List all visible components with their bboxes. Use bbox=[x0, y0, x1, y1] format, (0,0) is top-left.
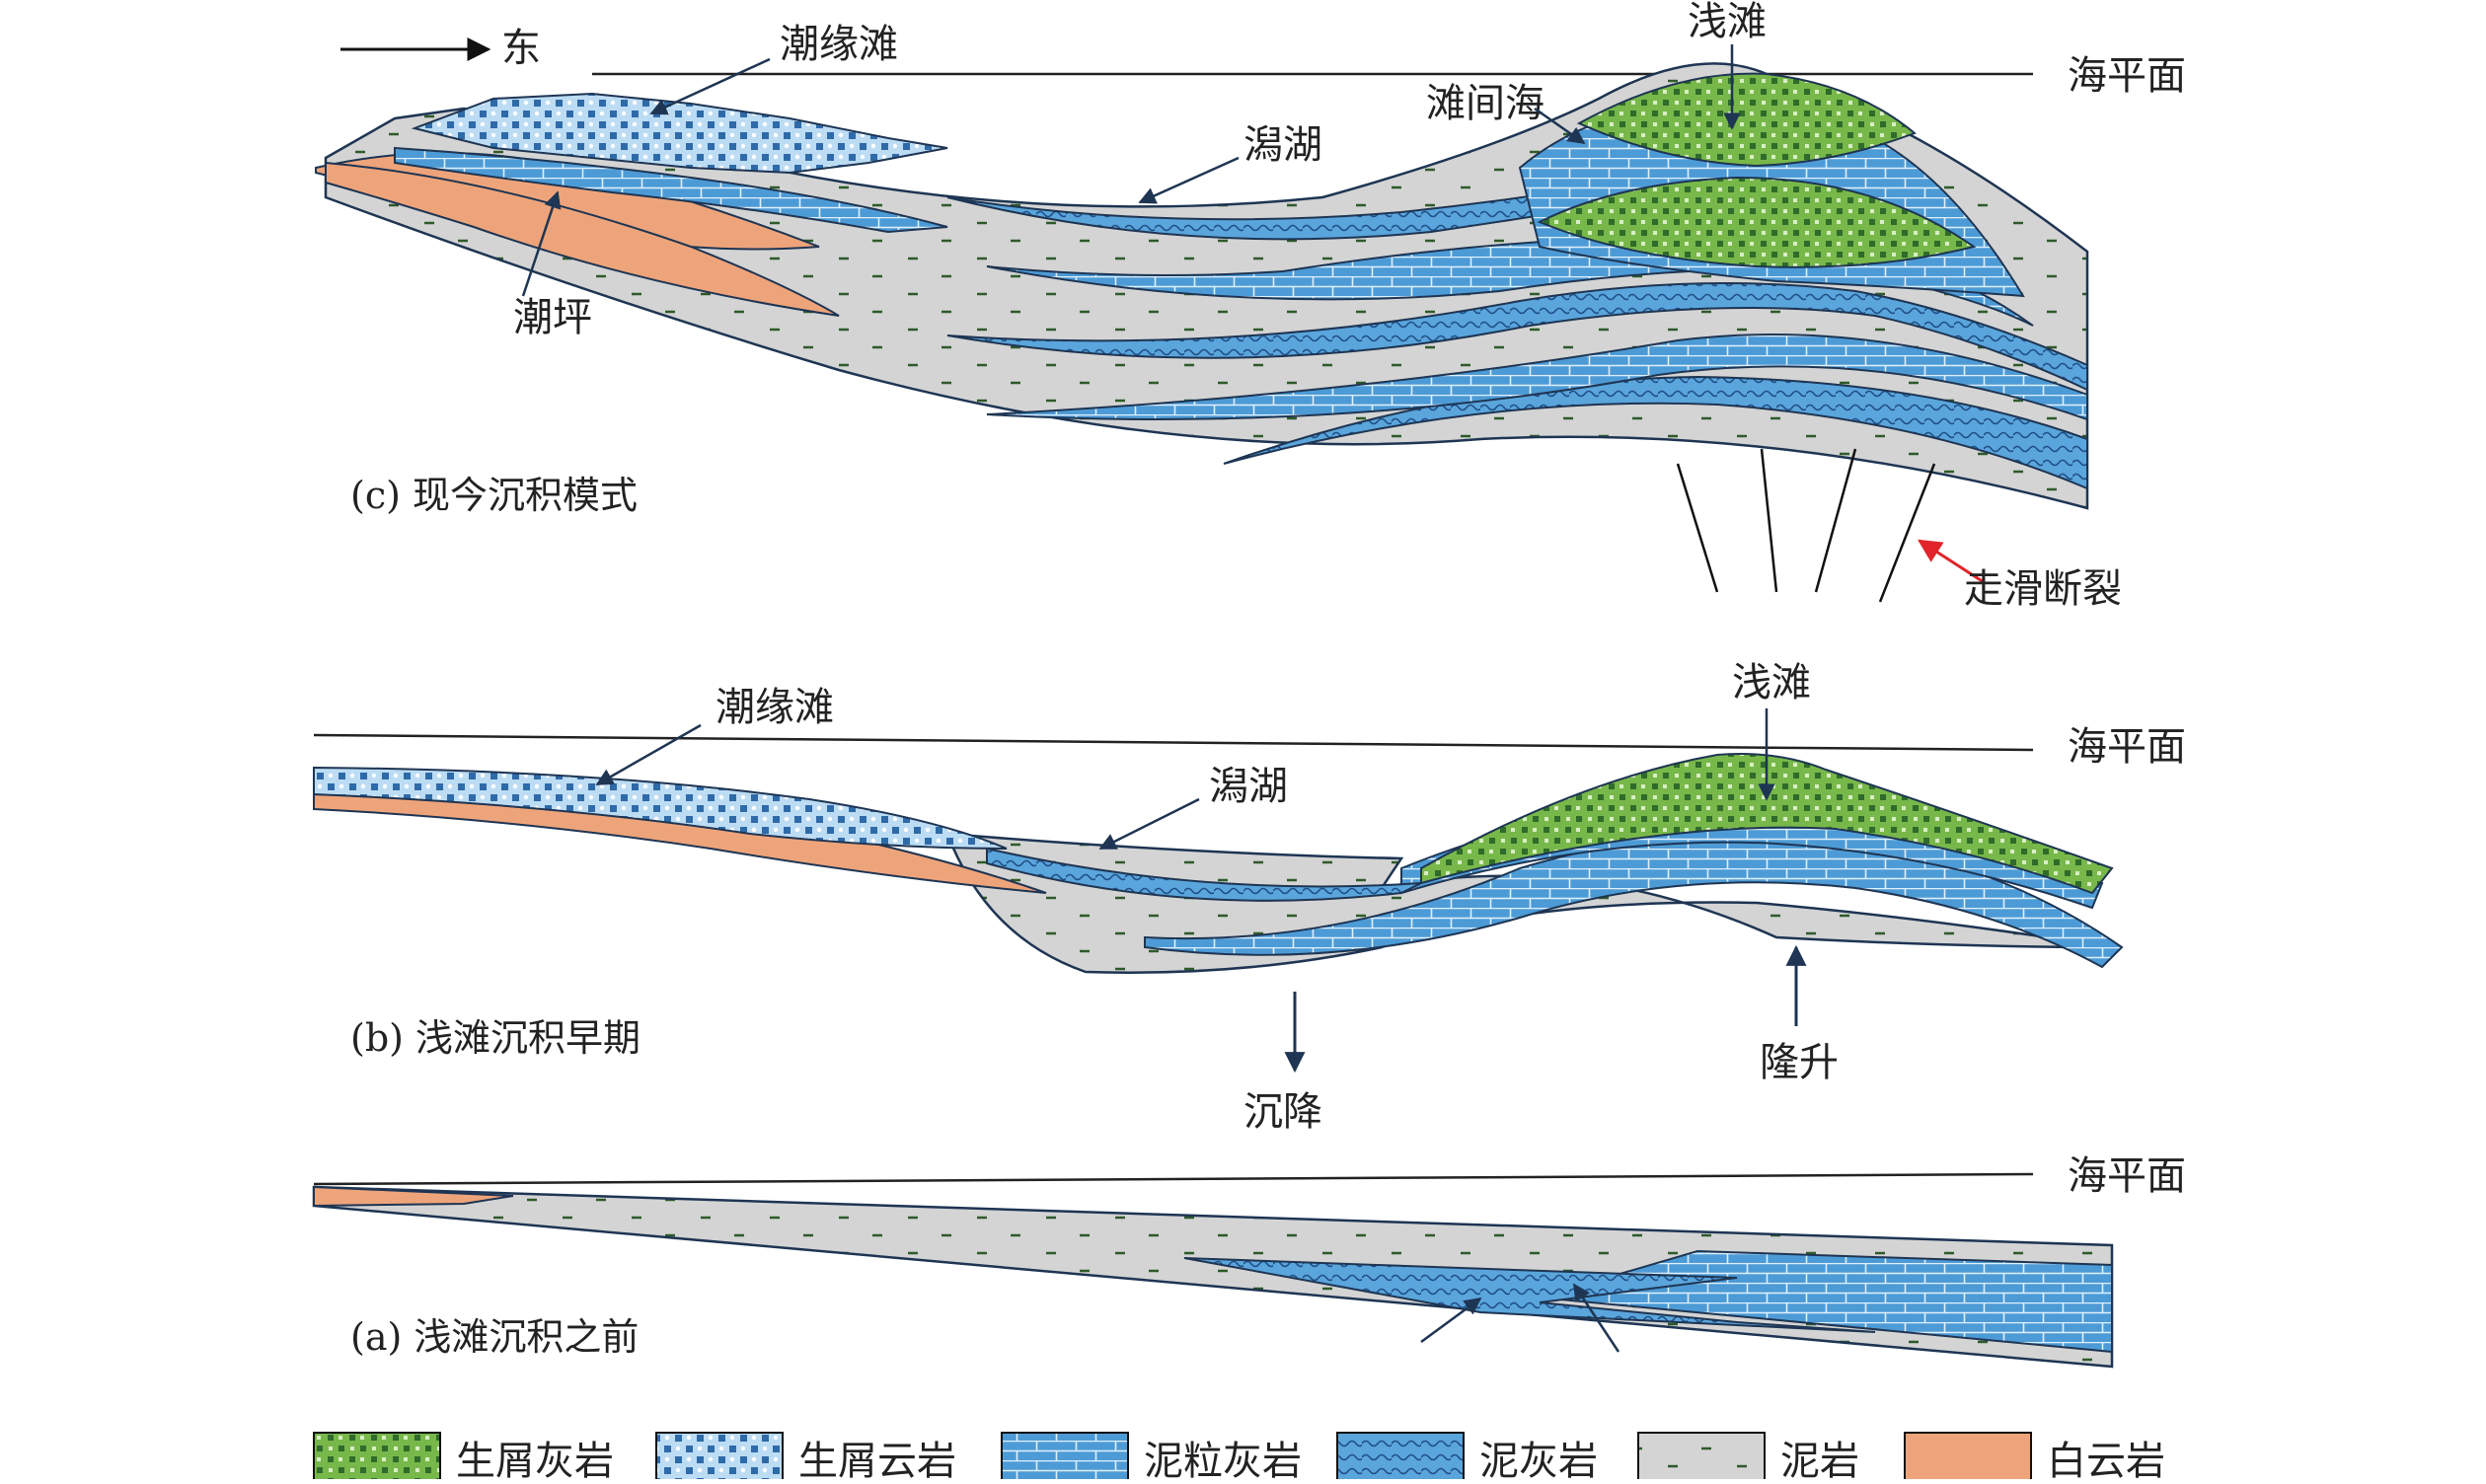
label-lagoon-b: 潟湖 bbox=[1209, 764, 1288, 809]
dolomite-base-c bbox=[325, 161, 840, 317]
label-inter-shoal-sea-c: 滩间海 bbox=[1426, 81, 1544, 126]
pointer-tidal-flat-c bbox=[521, 190, 562, 297]
pointer-lagoon-b bbox=[1098, 797, 1200, 851]
bioclastic-limestone-b bbox=[1420, 753, 2114, 895]
legend-label-mudstone: 泥岩 bbox=[1780, 1439, 1859, 1479]
panel-c: 东 海平面 潮缘滩 浅滩 滩间海 潟湖 潮坪 bbox=[315, 0, 2186, 612]
legend-swatch-packstone bbox=[1001, 1432, 1129, 1484]
pointer-lagoon-c bbox=[1138, 156, 1240, 204]
legend-label-packstone: 泥粒灰岩 bbox=[1144, 1439, 1302, 1479]
panel-a: 海平面 (a) 浅滩沉积之前 bbox=[312, 1153, 2186, 1369]
legend-item-dolomite: 白云岩 bbox=[1904, 1432, 2165, 1484]
direction-label: 东 bbox=[501, 26, 541, 71]
caption-c: (c) 现今沉积模式 bbox=[350, 474, 638, 517]
dolomite-wedge-a bbox=[313, 1185, 514, 1208]
pointer-tidal-flat-shoal-c bbox=[649, 57, 771, 115]
micrite-band-mid-c bbox=[946, 282, 2088, 392]
label-tidal-flat-shoal-b: 潮缘滩 bbox=[716, 685, 834, 730]
label-uplift-b: 隆升 bbox=[1760, 1040, 1839, 1085]
packstone-band-b bbox=[1144, 832, 2124, 969]
legend-item-micrite: 泥灰岩 bbox=[1336, 1432, 1598, 1484]
legend-swatch-micrite bbox=[1336, 1432, 1465, 1484]
legend-label-bioclastic-limestone: 生屑灰岩 bbox=[456, 1439, 614, 1479]
bioclastic-limestone-top-c bbox=[1576, 72, 1917, 168]
label-lagoon-c: 潟湖 bbox=[1243, 122, 1322, 168]
label-subsidence-b: 沉降 bbox=[1243, 1089, 1322, 1135]
legend-swatch-bioclastic-dolomite bbox=[655, 1432, 784, 1484]
label-tidal-flat-c: 潮坪 bbox=[513, 295, 592, 340]
packstone-tidal-c bbox=[394, 146, 948, 234]
legend-item-packstone: 泥粒灰岩 bbox=[1001, 1432, 1302, 1484]
label-tidal-flat-shoal-c: 潮缘滩 bbox=[780, 22, 898, 67]
caption-a: (a) 浅滩沉积之前 bbox=[350, 1315, 639, 1359]
pointer-tidal-flat-shoal-b bbox=[595, 723, 702, 786]
label-shoal-c: 浅滩 bbox=[1688, 0, 1767, 44]
panel-b: 海平面 潮缘滩 浅滩 潟湖 沉降 隆升 (b) 浅滩沉积早期 bbox=[313, 660, 2186, 1135]
sea-level-label-c: 海平面 bbox=[2068, 53, 2186, 99]
pointer-strike-slip-fault-c bbox=[1917, 539, 1985, 584]
legend-label-micrite: 泥灰岩 bbox=[1479, 1439, 1598, 1479]
legend-label-dolomite: 白云岩 bbox=[2047, 1439, 2165, 1479]
label-shoal-b: 浅滩 bbox=[1732, 660, 1811, 705]
legend-swatch-dolomite bbox=[1904, 1432, 2032, 1484]
bioclastic-limestone-lower-c bbox=[1537, 176, 1977, 268]
label-strike-slip-fault-c: 走滑断裂 bbox=[1964, 566, 2122, 612]
bioclastic-dolomite-b bbox=[313, 766, 1008, 850]
packstone-band-lower-c bbox=[986, 334, 2088, 421]
legend: 生屑灰岩 生屑云岩 泥粒灰岩 泥灰岩 泥岩 白云岩 bbox=[313, 1432, 2165, 1484]
pointer-inter-shoal-sea-c bbox=[1534, 107, 1586, 145]
caption-b: (b) 浅滩沉积早期 bbox=[350, 1016, 640, 1060]
legend-item-mudstone: 泥岩 bbox=[1637, 1432, 1859, 1484]
legend-item-bioclastic-dolomite: 生屑云岩 bbox=[655, 1432, 956, 1484]
pointer-a-right bbox=[1572, 1283, 1620, 1353]
pointer-a-left bbox=[1420, 1297, 1482, 1344]
legend-swatch-mudstone bbox=[1637, 1432, 1766, 1484]
legend-label-bioclastic-dolomite: 生屑云岩 bbox=[798, 1439, 956, 1479]
bioclastic-dolomite-tidal-c bbox=[411, 92, 948, 175]
sea-level-label-b: 海平面 bbox=[2068, 724, 2186, 770]
strike-slip-faults-c bbox=[1676, 448, 1936, 603]
legend-swatch-bioclastic-limestone bbox=[313, 1432, 441, 1484]
sea-level-label-a: 海平面 bbox=[2068, 1153, 2186, 1199]
sea-level-line-b bbox=[313, 733, 2034, 752]
legend-item-bioclastic-limestone: 生屑灰岩 bbox=[313, 1432, 614, 1484]
sea-level-line-a bbox=[313, 1172, 2034, 1186]
